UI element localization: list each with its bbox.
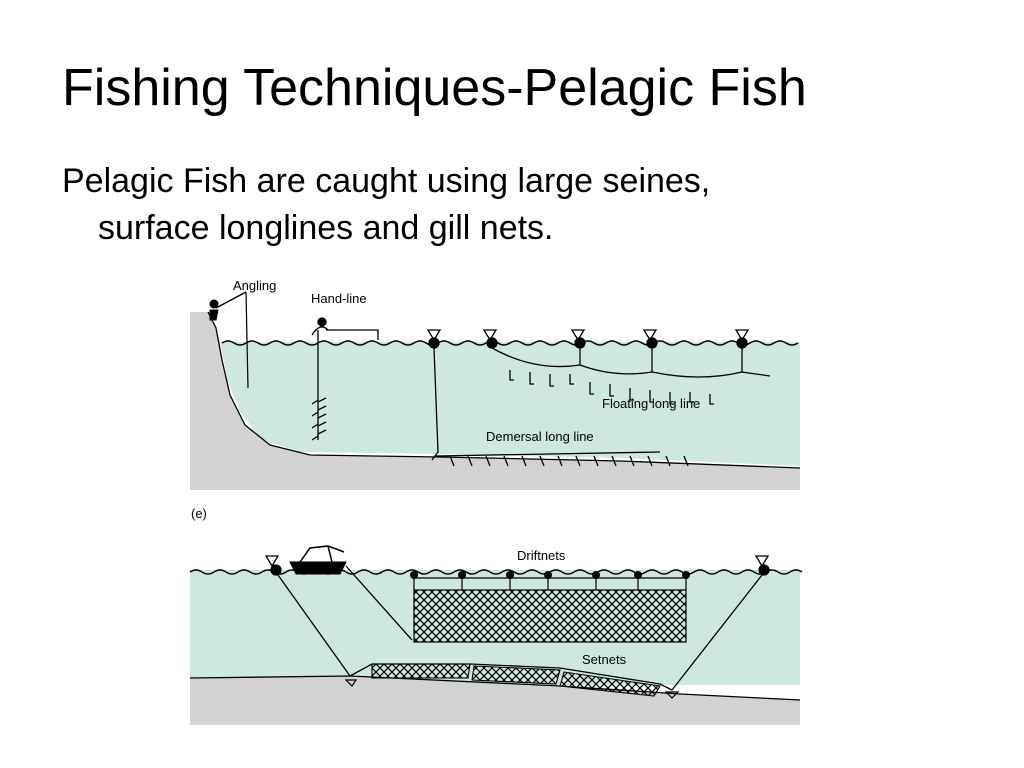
seabed-area (190, 676, 800, 725)
handline-boat-icon (311, 317, 379, 441)
bullet-line-2: surface longlines and gill nets. (98, 209, 554, 247)
seabed-area (190, 312, 800, 490)
fishing-boat-icon (289, 545, 347, 575)
slide-title: Fishing Techniques-Pelagic Fish (62, 59, 807, 117)
bottom-panel: Driftnets Setnets (189, 545, 803, 725)
label-driftnets: Driftnets (517, 548, 566, 563)
floating-longline (482, 329, 771, 405)
left-buoy-line (264, 555, 413, 677)
seabed-contour (207, 311, 801, 469)
panel-tag: (e) (191, 506, 207, 521)
label-hand-line: Hand-line (311, 291, 367, 306)
angler-figure-icon (209, 291, 249, 389)
label-demersal-long-line: Demersal long line (486, 429, 594, 444)
bullet-line-1: Pelagic Fish are caught using large sein… (62, 162, 711, 200)
driftnet (410, 571, 690, 643)
bullet-text: Pelagic Fish are caught using large sein… (62, 158, 962, 252)
label-floating-long-line: Floating long line (602, 396, 700, 411)
right-buoy-line (671, 555, 770, 691)
label-setnets: Setnets (582, 652, 627, 667)
setnet (344, 663, 680, 699)
top-panel: Angling Hand-line Demersal long line (190, 278, 801, 490)
sea-surface-wave (189, 569, 803, 575)
label-angling: Angling (233, 278, 276, 293)
demersal-longline (426, 329, 689, 467)
